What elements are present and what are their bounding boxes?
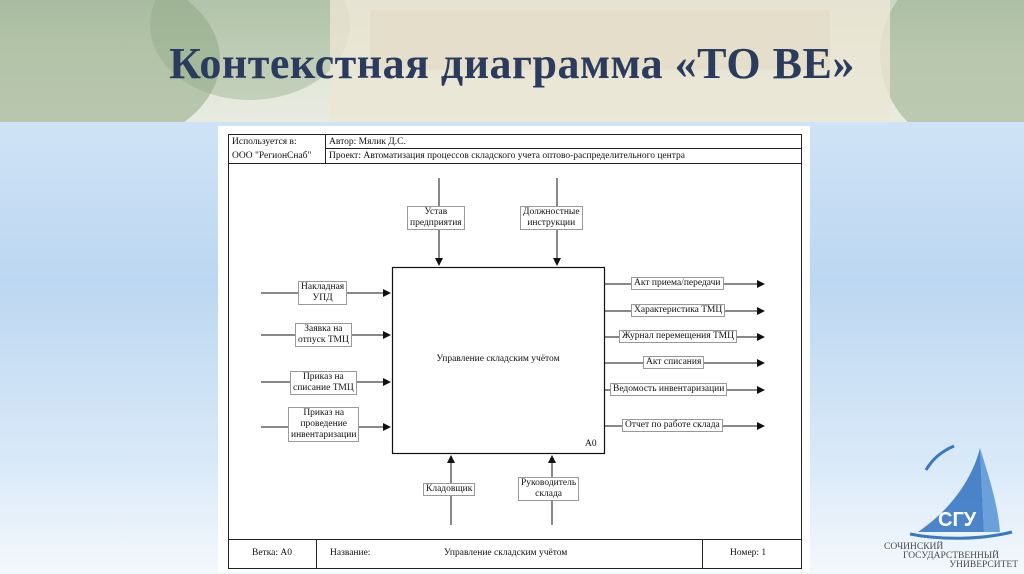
logo-text: СОЧИНСКИЙ ГОСУДАРСТВЕННЫЙ УНИВЕРСИТЕТ bbox=[884, 542, 1018, 570]
input-label: Приказ на списание ТМЦ bbox=[290, 371, 357, 395]
output-label: Ведомость инвентаризации bbox=[610, 383, 728, 396]
footer-name-value: Управление складским учётом bbox=[444, 548, 568, 558]
idef0-diagram: Используется в: ООО "РегионСнаб" Автор: … bbox=[218, 126, 810, 572]
footer-number: Номер: 1 bbox=[730, 548, 767, 558]
node-code: A0 bbox=[585, 439, 597, 449]
control-label: Устав предприятия bbox=[407, 206, 465, 230]
footer-branch: Ветка: A0 bbox=[252, 548, 293, 558]
used-in-value: ООО "РегионСнаб" bbox=[232, 151, 312, 161]
input-label: Заявка на отпуск ТМЦ bbox=[295, 323, 352, 347]
control-label: Должностные инструкции bbox=[520, 206, 583, 230]
output-label: Отчет по работе склада bbox=[622, 419, 723, 432]
project: Проект: Автоматизация процессов складско… bbox=[329, 151, 685, 161]
output-label: Акт списания bbox=[643, 356, 705, 369]
output-label: Характеристика ТМЦ bbox=[631, 304, 726, 317]
header-background bbox=[0, 0, 1024, 122]
activity-box bbox=[391, 266, 606, 455]
svg-text:СГУ: СГУ bbox=[938, 509, 977, 531]
sail-logo-icon: СГУ bbox=[909, 444, 1013, 540]
used-in-label: Используется в: bbox=[232, 137, 297, 147]
input-label: Приказ на проведение инвентаризации bbox=[288, 407, 360, 442]
output-label: Акт приема/передачи bbox=[631, 277, 724, 290]
university-logo: СГУ СОЧИНСКИЙ ГОСУДАРСТВЕННЫЙ УНИВЕРСИТЕ… bbox=[880, 440, 1020, 574]
footer-name-label: Название: bbox=[330, 548, 371, 558]
activity-name: Управление складским учётом bbox=[436, 354, 560, 364]
input-label: Накладная УПД bbox=[298, 281, 348, 305]
mechanism-label: Руководитель склада bbox=[518, 477, 580, 501]
diagram-lines bbox=[228, 134, 802, 569]
author: Автор: Мялик Д.С. bbox=[329, 137, 406, 147]
output-label: Журнал перемещения ТМЦ bbox=[619, 330, 737, 343]
mechanism-label: Кладовщик bbox=[423, 483, 476, 496]
slide-title: Контекстная диаграмма «ТО ВЕ» bbox=[169, 39, 855, 88]
